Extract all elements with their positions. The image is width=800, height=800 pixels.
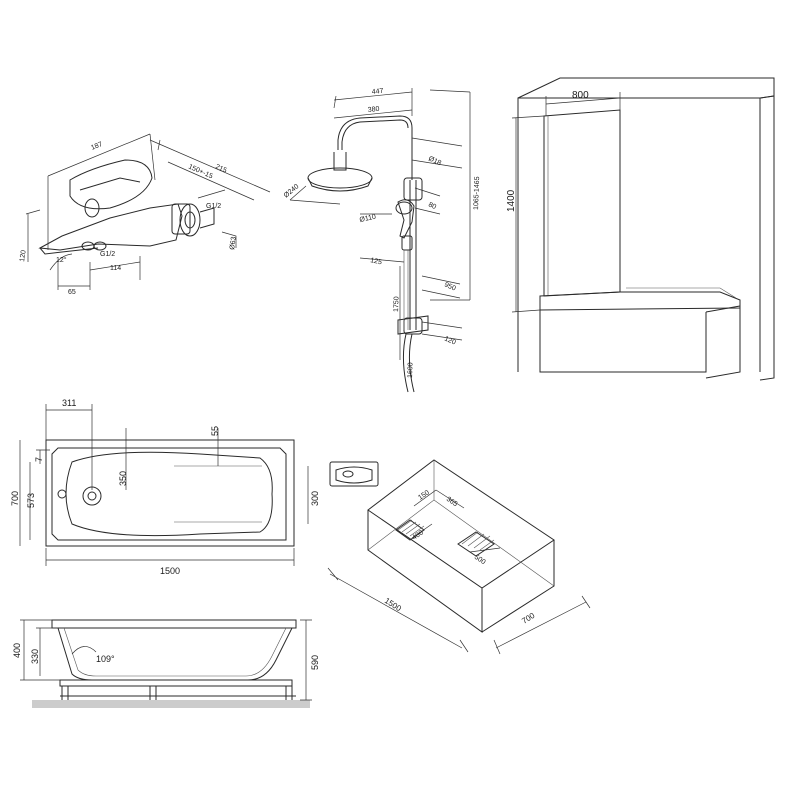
dim-shower-240: Ø240 <box>283 183 301 199</box>
dim-screen-800: 800 <box>572 90 589 101</box>
dim-plan-55: 55 <box>210 426 220 436</box>
dim-faucet-215: 215 <box>214 163 228 174</box>
dim-iso-1500: 1500 <box>383 596 403 613</box>
dim-section-angle: 109° <box>96 654 115 664</box>
drain-hatch-right <box>457 531 495 557</box>
dim-faucet-g12a: G1/2 <box>100 251 115 258</box>
dim-shower-380: 380 <box>367 106 379 114</box>
bath-side-view <box>329 461 379 487</box>
dim-plan-1500: 1500 <box>160 566 180 576</box>
dim-faucet-63: Ø63 <box>229 236 238 250</box>
dim-faucet-120: 120 <box>19 250 28 263</box>
dim-faucet-187: 187 <box>90 141 104 152</box>
dim-plan-300: 300 <box>310 491 320 506</box>
dim-section-590: 590 <box>310 655 320 670</box>
dim-section-330: 330 <box>30 649 40 664</box>
dim-faucet-65: 65 <box>68 289 76 296</box>
dim-iso-500: 500 <box>473 554 487 566</box>
dim-section-400: 400 <box>12 643 22 658</box>
bath-section-drawing: 400 330 109° 590 <box>12 619 320 708</box>
bath-isometric-drawing: 150 365 400 500 1500 700 <box>327 459 591 655</box>
dim-shower-1750: 1750 <box>393 296 401 312</box>
dim-shower-125: 125 <box>370 257 383 266</box>
dim-iso-700: 700 <box>520 611 537 626</box>
dim-plan-573: 573 <box>26 493 36 508</box>
faucet-drawing: 187 215 150+-15 120 12° 65 114 G1/2 G1/2… <box>19 133 271 296</box>
dim-plan-350: 350 <box>118 471 128 486</box>
bath-plan-drawing: 311 55 7 350 573 700 300 1500 <box>10 398 320 576</box>
dim-shower-1600: 1600 <box>407 362 415 378</box>
dim-plan-700: 700 <box>10 491 20 506</box>
dim-shower-1065: 1065-1465 <box>473 176 481 210</box>
dim-faucet-g12b: G1/2 <box>206 203 221 210</box>
dim-shower-120: 120 <box>443 335 457 346</box>
dim-shower-950: 950 <box>443 281 457 292</box>
dim-plan-7: 7 <box>34 457 44 462</box>
dim-plan-311: 311 <box>62 398 76 408</box>
floor-line <box>32 700 310 708</box>
dim-iso-365: 365 <box>445 496 459 508</box>
dim-shower-80: 80 <box>427 201 437 211</box>
dim-iso-150: 150 <box>417 489 431 501</box>
dim-faucet-114: 114 <box>110 265 121 272</box>
dim-shower-447: 447 <box>371 88 383 96</box>
shower-drawing: 447 380 Ø18 Ø240 Ø110 80 125 1750 1065-1… <box>283 88 481 393</box>
bath-screen-drawing: 800 1400 <box>506 77 775 381</box>
dim-faucet-12deg: 12° <box>56 256 67 264</box>
dim-screen-1400: 1400 <box>506 189 517 212</box>
dim-shower-18: Ø18 <box>427 155 442 167</box>
dim-shower-110: Ø110 <box>359 214 377 224</box>
